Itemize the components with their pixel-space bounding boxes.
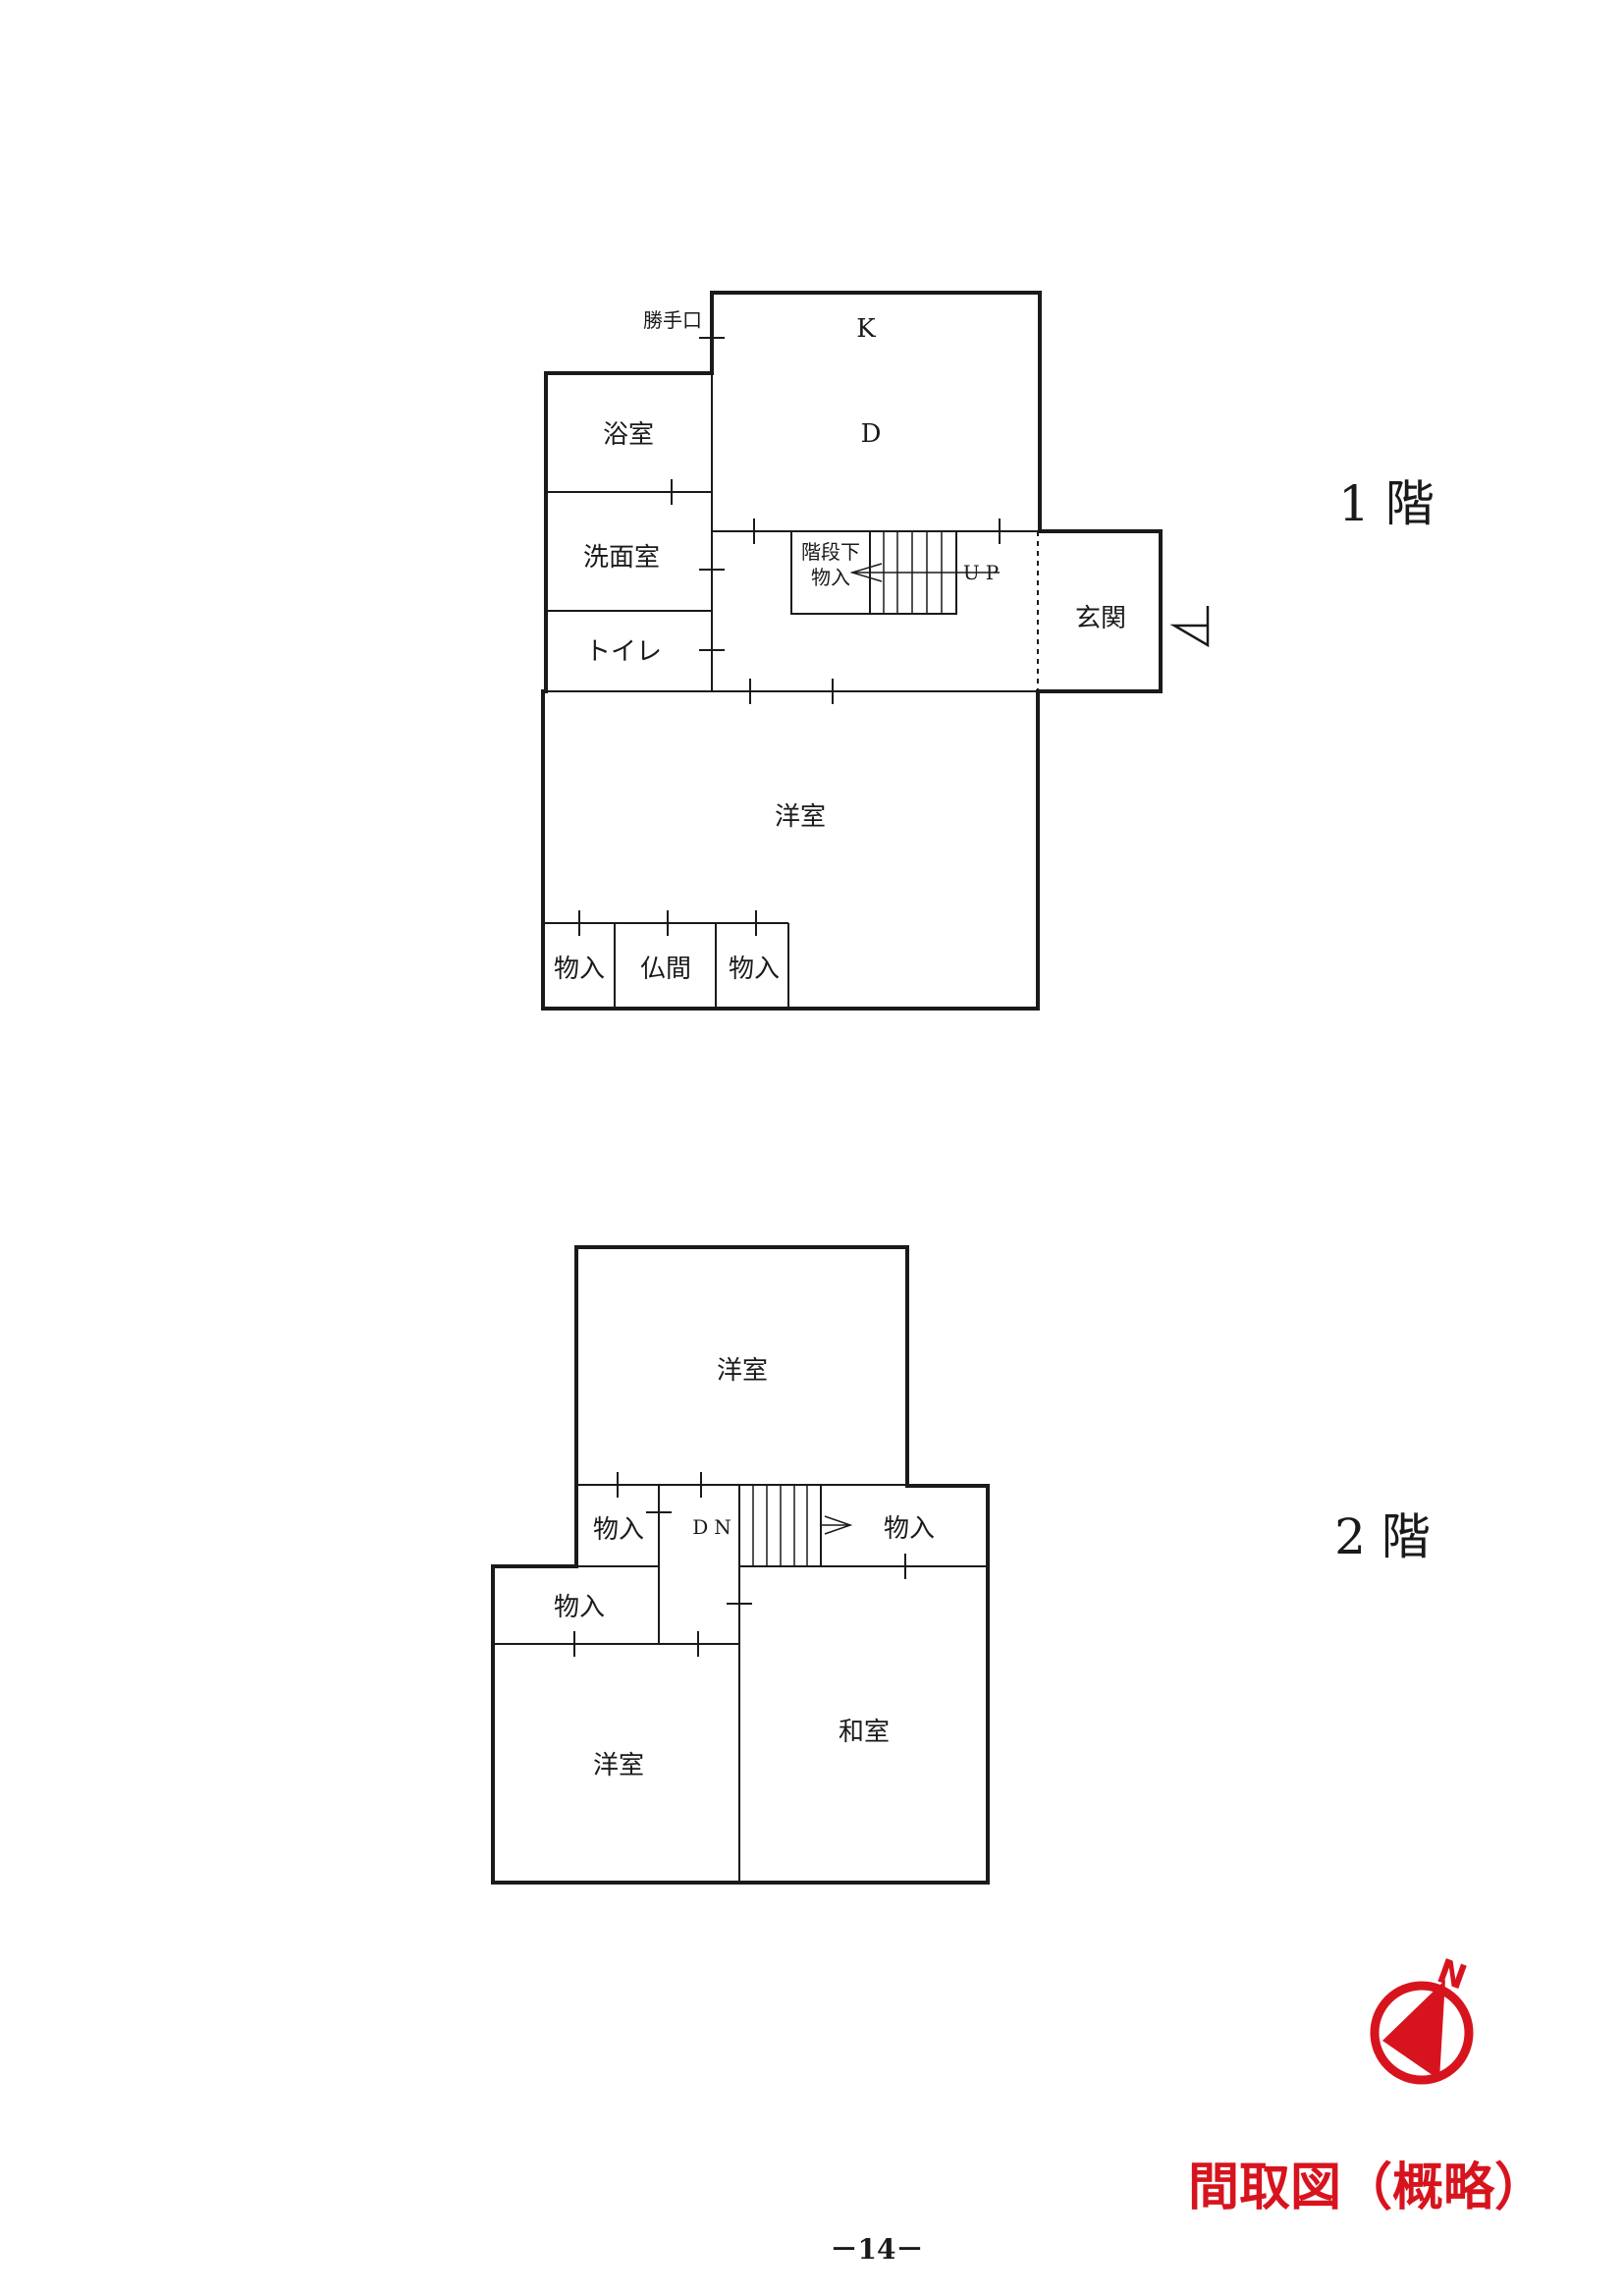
floor-2-label: 2 階 xyxy=(1334,1508,1431,1565)
floor-1-label: 1 階 xyxy=(1338,475,1435,532)
floor-plan-caption: 間取図（概略） xyxy=(1188,2158,1545,2217)
floor-2-door-marks xyxy=(573,1472,906,1657)
under-stair-storage-label: 物入 xyxy=(811,566,850,589)
bath-label: 浴室 xyxy=(603,420,654,450)
entrance-label: 玄関 xyxy=(1075,604,1126,633)
page-number: －14－ xyxy=(831,2233,924,2266)
back-door-label: 勝手口 xyxy=(643,308,702,332)
entrance-arrow-icon xyxy=(1169,606,1210,648)
floor-1-door-marks xyxy=(578,337,1001,936)
floor-2-plan: 洋室 物入 DN 物入 物入 洋室 和室 2 階 xyxy=(491,1245,1431,1885)
storage-label: 物入 xyxy=(729,955,780,984)
under-stair-storage-label: 階段下 xyxy=(801,540,860,564)
western-room-label: 洋室 xyxy=(775,802,826,832)
floor-2-outer-wall xyxy=(491,1245,990,1885)
floor-2-stairs xyxy=(738,1484,853,1567)
storage-label: 物入 xyxy=(554,955,605,984)
dining-label: D xyxy=(861,419,882,449)
floor-1-stairs xyxy=(849,530,1000,615)
western-room-label: 洋室 xyxy=(593,1751,644,1780)
north-compass-icon: N xyxy=(1370,1951,1474,2085)
western-room-label: 洋室 xyxy=(717,1356,768,1386)
kitchen-label: K xyxy=(856,314,876,344)
stair-down-label: DN xyxy=(692,1515,737,1539)
washroom-label: 洗面室 xyxy=(583,543,660,573)
altar-room-label: 仏間 xyxy=(640,955,691,984)
toilet-label: トイレ xyxy=(585,637,662,667)
storage-label: 物入 xyxy=(554,1593,605,1622)
japanese-room-label: 和室 xyxy=(839,1718,890,1747)
floor-1-outer-wall xyxy=(541,291,1163,1011)
storage-label: 物入 xyxy=(884,1514,935,1544)
storage-label: 物入 xyxy=(593,1515,644,1545)
floor-1-plan: 勝手口 K D 浴室 洗面室 トイレ 階段下 物入 UP 玄関 洋室 物入 仏間… xyxy=(541,291,1435,1011)
stair-up-label: UP xyxy=(963,561,1004,584)
